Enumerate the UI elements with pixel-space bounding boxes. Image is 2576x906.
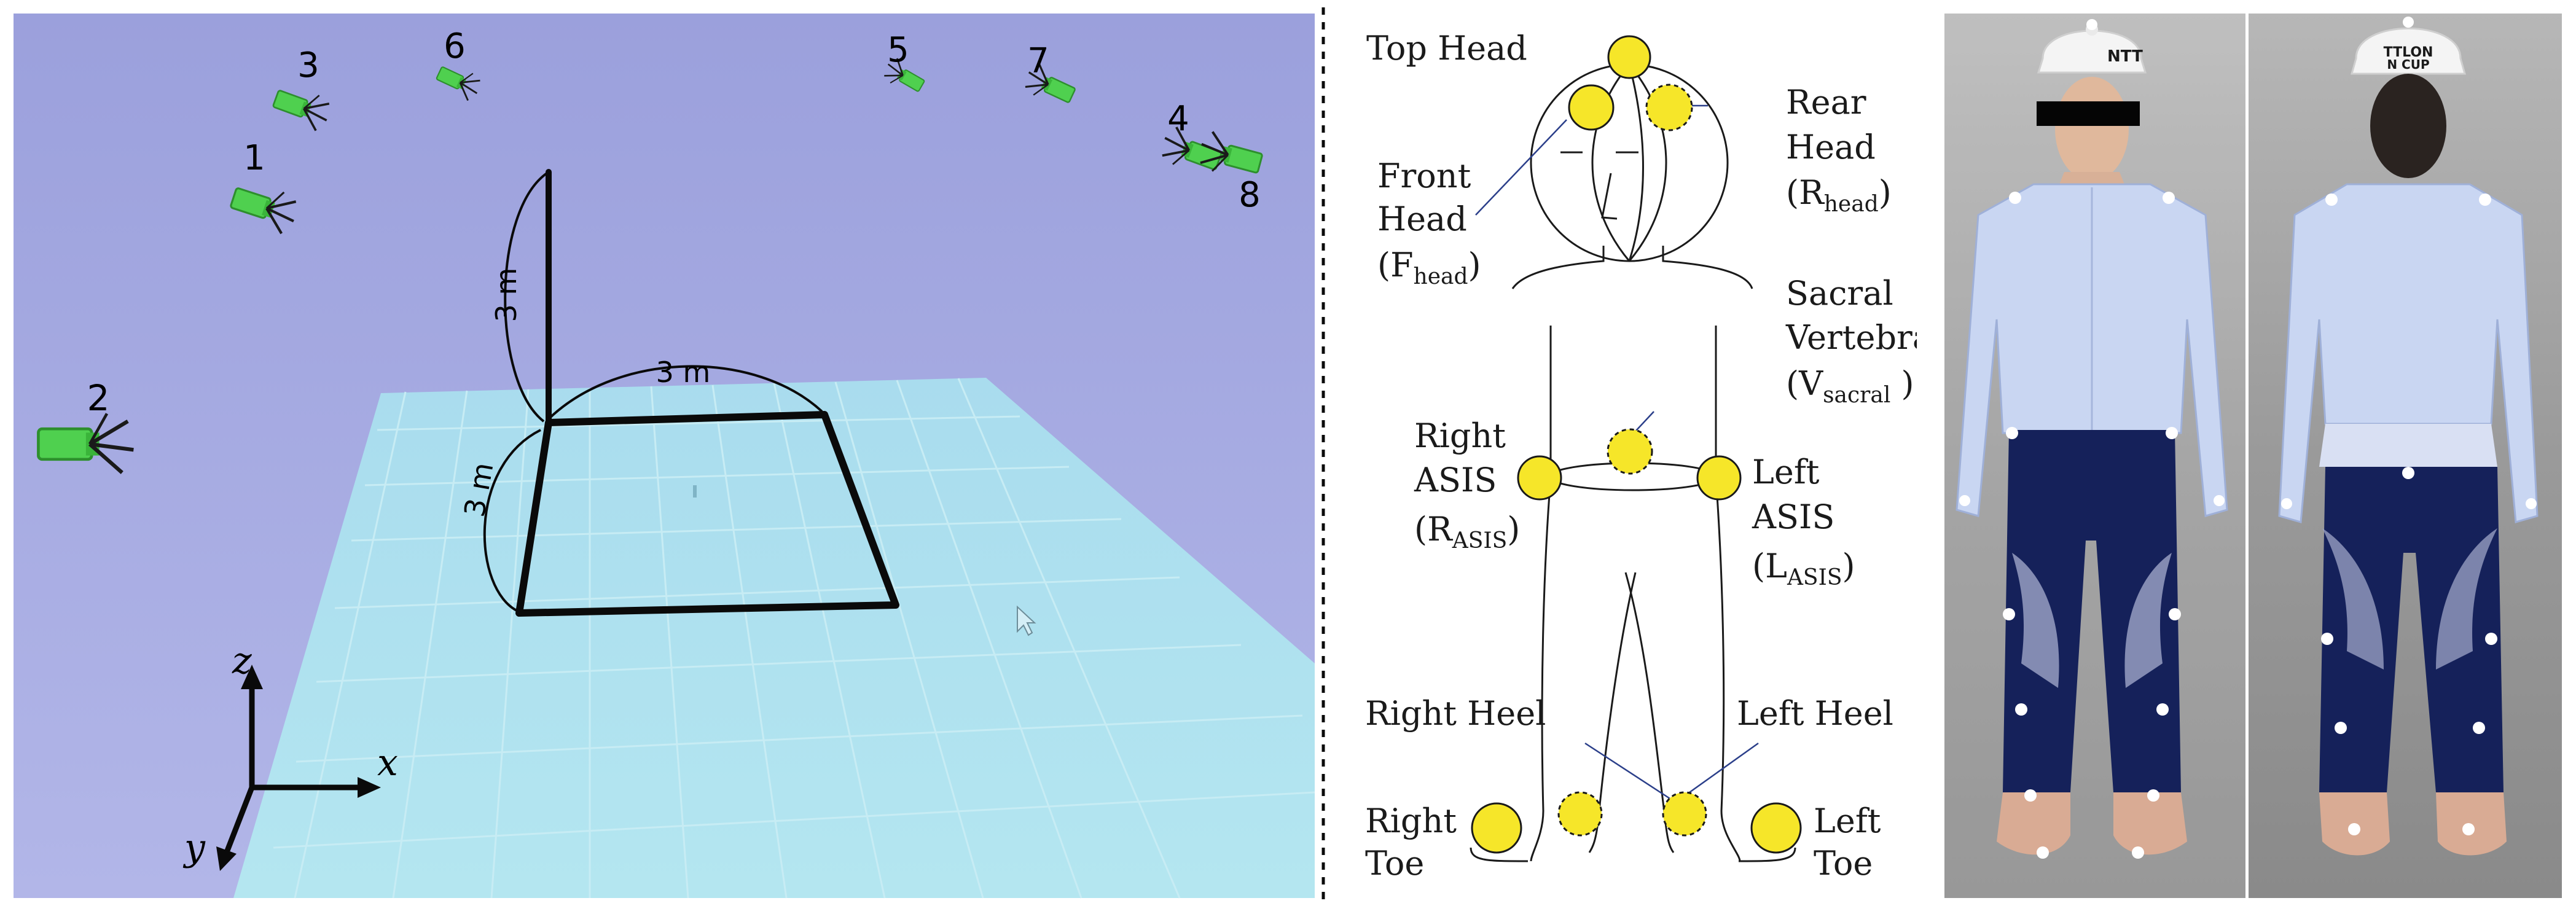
x-axis-label: x (377, 741, 398, 784)
top-head-label: Top Head (1366, 29, 1527, 68)
camera: 1 (227, 138, 301, 236)
right-toe-marker (1471, 802, 1522, 854)
camera-label: 5 (887, 30, 909, 70)
face (2055, 77, 2129, 181)
camera: 3 (268, 45, 335, 135)
z-axis-label: z (232, 639, 252, 682)
helmet (2351, 27, 2466, 75)
rear-head-marker (1645, 84, 1693, 131)
cursor-icon (1017, 605, 1036, 636)
right-heel-marker (1557, 791, 1603, 837)
left-asis-label-line1: Left (1752, 453, 1820, 491)
floor (233, 378, 1315, 898)
camera: 6 (433, 26, 485, 104)
floor-grid (273, 378, 1315, 899)
right-toe-label-line2: Toe (1365, 844, 1424, 883)
camera: 8 (1194, 128, 1266, 215)
camera-label: 6 (444, 26, 466, 66)
front-reflective-markers (1959, 19, 2225, 859)
sacral-label-line1: Sacral (1786, 274, 1893, 313)
capture-volume-illustration: 3 m 3 m 3 m 1 2 3 4 5 6 7 (14, 14, 1315, 899)
camera: 5 (880, 30, 929, 98)
right-asis-label-line1: Right (1414, 416, 1506, 455)
pants (2319, 467, 2504, 792)
helmet-text: NTT (2107, 47, 2143, 66)
panel-divider (1318, 0, 1328, 906)
camera: 4 (1156, 99, 1226, 180)
rear-head-label-line1: Rear (1786, 83, 1866, 122)
front-head-label-line1: Front (1377, 157, 1471, 195)
camera-label: 3 (297, 45, 319, 85)
front-head-marker (1568, 84, 1615, 131)
camera-label: 2 (87, 377, 110, 419)
camera: 2 (38, 377, 133, 473)
left-toe-marker (1750, 802, 1802, 854)
marker-dots (1471, 35, 1802, 854)
left-toe-label-line1: Left (1814, 802, 1881, 840)
left-foot (2113, 792, 2187, 855)
rear-head-label-symbol: (Rhead) (1786, 173, 1892, 217)
dimension-arcs (483, 171, 823, 612)
top-head-marker (1607, 35, 1651, 79)
sacral-label-symbol: (Vsacral ) (1786, 364, 1914, 408)
front-subject: NTT (1955, 23, 2228, 855)
camera: 7 (1020, 41, 1079, 111)
left-heel-marker (1662, 791, 1707, 837)
subject-photos-panel: NTT (1917, 0, 2576, 906)
left-asis-label-line2: ASIS (1752, 498, 1834, 536)
front-head-label-symbol: (Fhead) (1377, 246, 1481, 289)
sacral-label-line2: Vertebra (1785, 318, 1917, 357)
capture-volume-panel: 3 m 3 m 3 m 1 2 3 4 5 6 7 (14, 14, 1315, 899)
right-asis-label-line2: ASIS (1414, 461, 1497, 499)
height-dimension-label: 3 m (490, 268, 523, 322)
capture-frame (515, 169, 899, 617)
right-asis-label-symbol: (RASIS) (1414, 510, 1520, 553)
camera-label: 8 (1239, 175, 1261, 215)
back-view-photo: TTLON N CUP (2249, 14, 2562, 898)
right-toe-label-line1: Right (1365, 802, 1457, 840)
marker-placement-diagram: Top Head Front Head (Fhead) Rear Head (R… (1365, 29, 1917, 883)
helmet-text-line2: N CUP (2387, 57, 2429, 72)
helmet-text-line1: TTLON (2384, 45, 2433, 60)
front-head-label-line2: Head (1377, 200, 1467, 238)
back-reflective-markers (2281, 17, 2537, 835)
camera-label: 7 (1027, 41, 1049, 81)
subject-photos: NTT (1944, 14, 2562, 898)
back-subject: TTLON N CUP (2278, 27, 2539, 856)
left-toe-label-line2: Toe (1814, 844, 1873, 883)
front-view-photo: NTT (1944, 14, 2245, 898)
helmet (2037, 29, 2147, 74)
camera-array: 1 2 3 4 5 6 7 8 (38, 26, 1266, 473)
pants (2003, 430, 2181, 792)
sacral-vertebra-marker (1607, 428, 1653, 475)
right-foot (1997, 792, 2070, 855)
left-asis-marker (1696, 455, 1742, 501)
floor-marker-dot (693, 485, 697, 498)
right-asis-marker (1517, 455, 1562, 501)
axis-triad: z x y (182, 639, 398, 871)
camera-label: 4 (1167, 99, 1189, 139)
width-dimension-label: 3 m (656, 356, 711, 389)
y-axis-label: y (182, 826, 206, 869)
right-heel-label: Right Heel (1365, 694, 1546, 733)
left-heel-label: Left Heel (1737, 694, 1893, 733)
marker-diagram-panel: Top Head Front Head (Fhead) Rear Head (R… (1328, 0, 1917, 906)
rear-head-label-line2: Head (1786, 128, 1876, 166)
camera-label: 1 (243, 138, 265, 178)
left-asis-label-symbol: (LASIS) (1752, 547, 1855, 590)
hair (2370, 74, 2446, 178)
eye-mask (2037, 101, 2140, 126)
